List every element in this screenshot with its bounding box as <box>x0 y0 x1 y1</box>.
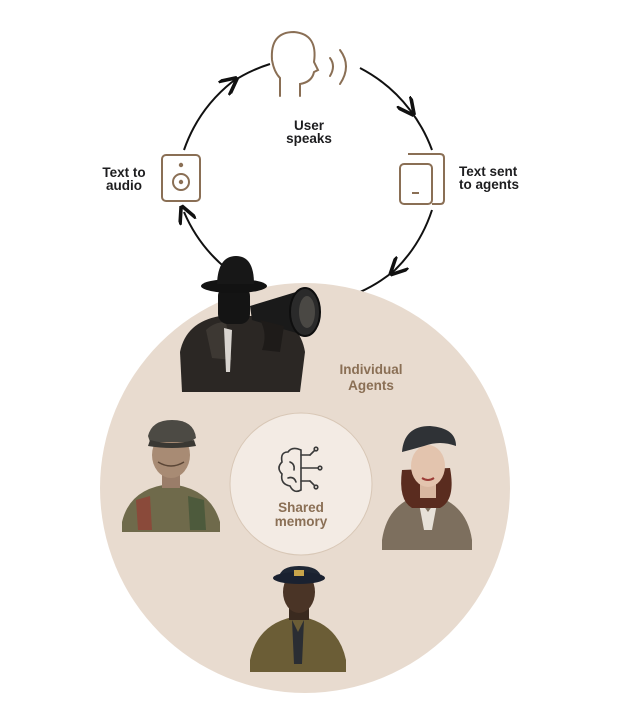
label-text-to-audio-1: Text to <box>102 165 145 180</box>
arrow-speaks-to-sent <box>359 67 410 110</box>
label-shared-memory-2: memory <box>275 514 328 529</box>
label-text-sent-2: to agents <box>459 177 519 192</box>
agent-megaphone-man <box>180 256 321 392</box>
arc-speaks-to-sent <box>409 109 433 151</box>
brain-circuit-icon <box>278 446 323 493</box>
arrow-sent-to-agents <box>395 209 433 270</box>
arc-sent-to-agents <box>359 269 396 293</box>
label-text-to-audio-2: audio <box>106 178 142 193</box>
agent-old-man <box>122 420 220 532</box>
arrow-agents-to-audio <box>184 212 229 271</box>
label-shared-memory-1: Shared <box>278 500 324 515</box>
agent-officer <box>250 566 346 672</box>
label-individual-agents-2: Agents <box>348 378 394 393</box>
speaking-head-icon <box>270 30 347 97</box>
arrow-audio-to-speaks <box>183 82 232 151</box>
label-user-speaks-1: User <box>294 118 325 133</box>
label-user-speaks-2: speaks <box>286 131 332 146</box>
label-text-sent-1: Text sent <box>459 164 518 179</box>
phone-icon <box>399 153 445 205</box>
cycle-arrows <box>183 63 433 293</box>
speaker-icon <box>161 154 201 202</box>
agent-woman <box>382 426 472 550</box>
label-individual-agents-1: Individual <box>339 362 402 377</box>
arc-audio-to-speaks <box>231 63 271 83</box>
